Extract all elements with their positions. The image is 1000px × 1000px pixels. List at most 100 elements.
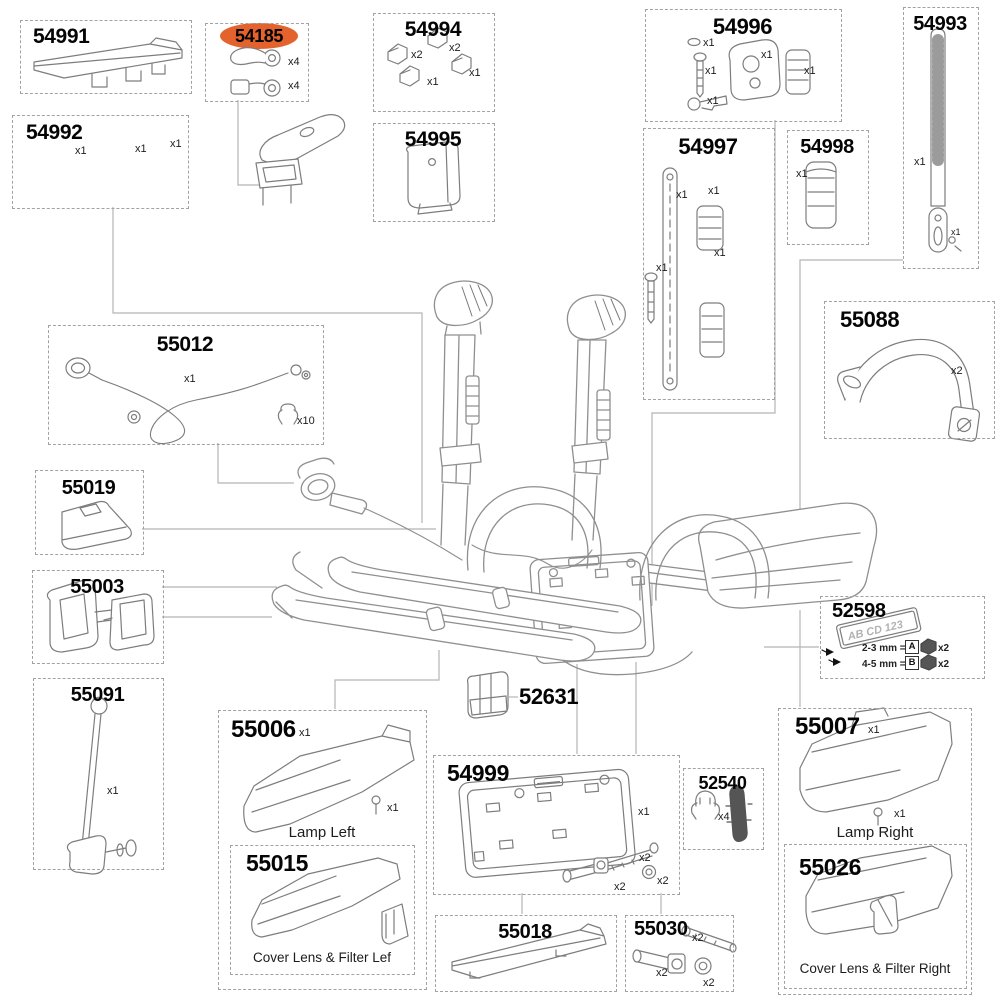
leader-lines [112, 100, 903, 914]
qty-label: x1 [707, 95, 719, 107]
qty-label: x4 [288, 56, 300, 68]
qty-label: x4 [288, 80, 300, 92]
qty-label: x1 [708, 185, 720, 197]
part-box-55030 [625, 915, 734, 992]
qty-label: x1 [894, 808, 906, 820]
part-number-55006: 55006 [231, 716, 296, 743]
part-box-55012 [48, 325, 324, 445]
part-number-54996: 54996 [712, 14, 773, 39]
part-number-52540: 52540 [698, 773, 747, 793]
plate-sticker-icon: AB CD 123 [821, 607, 937, 671]
qty-label: x4 [718, 811, 730, 823]
part-box-55003 [32, 570, 164, 664]
part-number-55012: 55012 [156, 333, 214, 356]
qty-label: x1 [951, 227, 961, 237]
qty-label: x1 [107, 785, 119, 797]
part-number-54991: 54991 [33, 25, 90, 48]
cover-lens-left-icon [251, 857, 409, 945]
qty-label: x2 [703, 977, 715, 989]
qty-label: x10 [297, 415, 315, 427]
part-number-52631: 52631 [519, 684, 579, 709]
part-box-55018 [435, 915, 617, 992]
part-box-55091 [33, 678, 164, 870]
tension-strap-icons [644, 167, 725, 391]
caption-lamp-right: Lamp Right [836, 824, 914, 841]
qty-label: x1 [387, 802, 399, 814]
part-box-54996 [645, 9, 842, 122]
part-box-54997 [643, 128, 775, 400]
latch-handle-icon [255, 114, 346, 206]
sticker-row1-qty: x2 [938, 643, 950, 654]
link-lever-icons [230, 47, 281, 97]
part-number-55018: 55018 [498, 921, 552, 943]
sticker-row2-qty: x2 [938, 659, 950, 670]
part-box-54994 [373, 13, 495, 112]
handle-arch-icon [837, 338, 981, 442]
caption-lamp-left: Lamp Left [288, 824, 356, 841]
qty-label: x1 [796, 168, 808, 180]
caption-cover-lens-right: Cover Lens & Filter Right [799, 961, 951, 976]
qty-label: x1 [761, 49, 773, 61]
qty-label: x2 [614, 881, 626, 893]
qty-label: x1 [75, 145, 87, 157]
qty-label: x1 [676, 189, 688, 201]
sticker-row2-label: 4-5 mm = [862, 659, 906, 670]
qty-label: x1 [914, 156, 926, 168]
qty-label: x1 [299, 727, 311, 739]
part-number-55030: 55030 [634, 918, 688, 940]
qty-label: x2 [692, 932, 704, 944]
part-box-55006 [218, 710, 427, 990]
part-box-54998 [787, 130, 869, 245]
qty-label: x2 [951, 365, 963, 377]
qty-label: x2 [411, 49, 423, 61]
strap-tie-icon [928, 28, 962, 253]
small-bracket-icon [467, 671, 509, 719]
cover-lens-right-icon [805, 845, 953, 935]
sticker-row1-label: 2-3 mm = [862, 643, 906, 654]
rail-part-icon [33, 37, 183, 88]
main-assembly-drawing [271, 280, 878, 676]
part-box-52598 [820, 596, 985, 679]
part-number-55026: 55026 [799, 854, 861, 880]
clip-strap-icons [690, 785, 753, 842]
caption-cover-lens-left: Cover Lens & Filter Lef [252, 950, 392, 965]
qty-label: x1 [868, 724, 880, 736]
part-box-55088 [824, 301, 995, 439]
qty-label: x2 [639, 852, 651, 864]
part-number-54998: 54998 [800, 136, 854, 158]
highlight-ellipse-54185 [220, 23, 298, 49]
plate-holder-icon [458, 768, 659, 883]
part-box-55019 [35, 470, 144, 555]
part-number-55015: 55015 [246, 850, 308, 876]
part-box-54991 [20, 20, 192, 94]
part-number-54999: 54999 [447, 760, 509, 786]
part-box-55007 [778, 708, 972, 995]
part-number-55091: 55091 [70, 684, 125, 706]
lamp-left-icon [243, 724, 415, 833]
qty-label: x1 [656, 262, 668, 274]
qty-label: x1 [427, 76, 439, 88]
part-box-54999 [433, 755, 680, 895]
grille-part-icon [805, 161, 837, 229]
part-number-55088: 55088 [840, 307, 900, 332]
part-number-54997: 54997 [678, 134, 738, 159]
wiring-cable-icon [65, 357, 311, 445]
part-box-52540 [683, 768, 764, 850]
part-number-55019: 55019 [61, 477, 116, 499]
sticker-row1-key: A [905, 640, 919, 654]
part-box-54993 [903, 7, 979, 269]
bracket-pair-icons [46, 579, 155, 653]
part-number-54994: 54994 [404, 18, 462, 41]
sticker-row2-key: B [905, 656, 919, 670]
part-number-55007: 55007 [795, 713, 860, 740]
lock-kit-icons [687, 37, 811, 111]
qty-label: x1 [469, 67, 481, 79]
part-box-55015 [230, 845, 415, 975]
part-box-54995 [373, 123, 495, 222]
part-number-54993: 54993 [913, 13, 967, 35]
beam-part-icon [451, 923, 607, 979]
qty-label: x1 [705, 65, 717, 77]
bumper-part-icon [405, 141, 461, 215]
part-number-55003: 55003 [70, 576, 124, 598]
